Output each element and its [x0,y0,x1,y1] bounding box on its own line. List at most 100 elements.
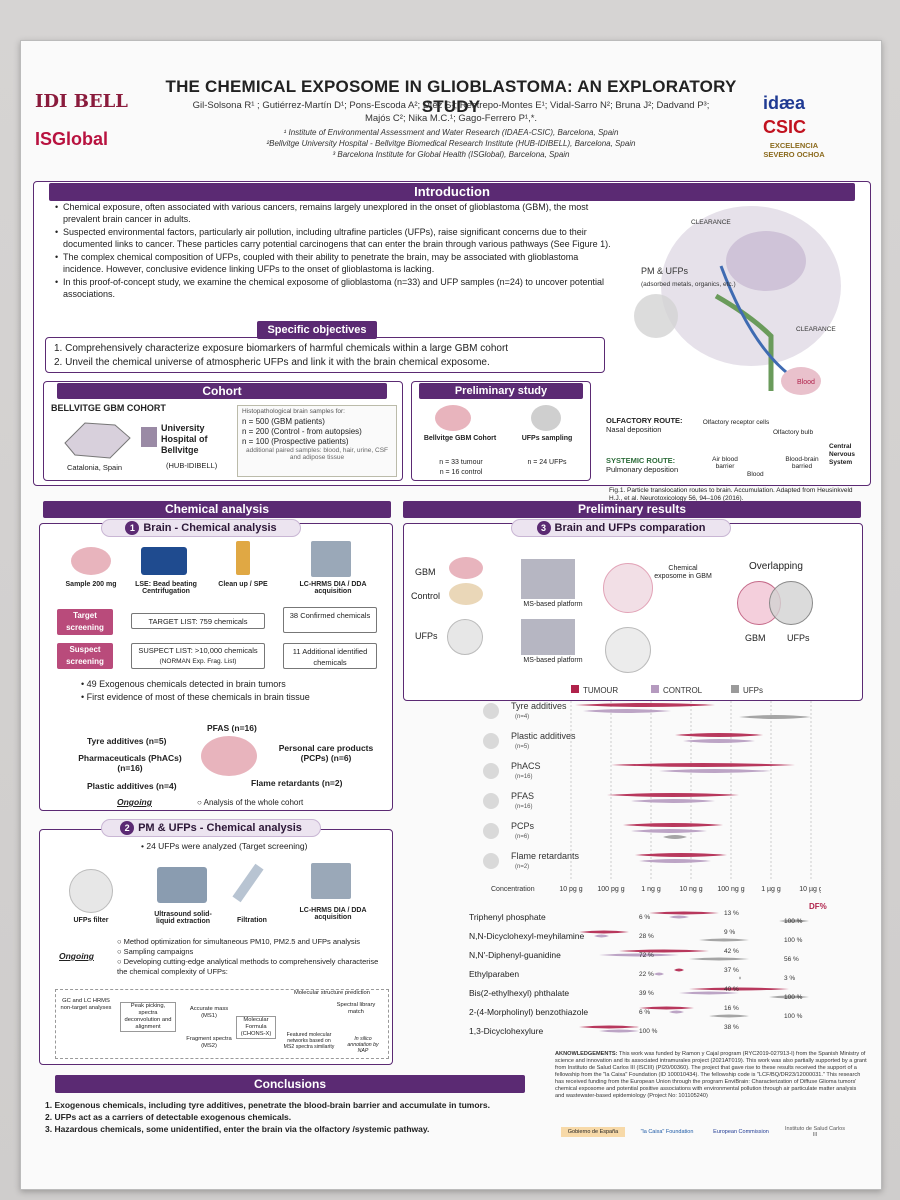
category-label-0: Tyre additives [511,701,567,711]
pm-label: PM & UFPs [641,266,689,276]
category-icon-3 [483,793,499,809]
idibell-logo: IDI BELL [35,91,128,112]
category-label-1: Plastic additives [511,731,576,741]
df-label-3-0: 37 % [724,967,739,974]
df-label-2-0: 42 % [724,948,739,955]
finding-1-text: 49 Exogenous chemicals detected in brain… [86,679,286,689]
poster: IDI BELL ISGlobal THE CHEMICAL EXPOSOME … [20,40,882,1190]
ongoing2-item-2: ○ Sampling campaigns [117,947,194,956]
prelim-right-label: UFPs sampling [521,435,573,442]
logo-gobierno: Gobierno de España [561,1127,625,1137]
violin-ufps-4 [663,835,687,839]
compound-label-0: Triphenyl phosphate [469,912,546,922]
step-1-badge: 1 [125,521,140,535]
category-icon-1 [483,733,499,749]
histo-n1: n = 500 (GBM patients) [242,417,325,426]
workflow-box: GC and LC HRMS non-target analyses Peak … [55,989,389,1059]
x-tick-2: 1 ng g [641,886,661,893]
df-label-5-0: 16 % [724,1005,739,1012]
compound-violin-2-2 [689,957,749,961]
cat-plastic: Plastic additives (n=4) [87,781,177,791]
violin-control-4 [631,829,707,833]
ongoing-text-1: ○ Analysis of the whole cohort [197,798,304,807]
ongoing-text-1-value: Analysis of the whole cohort [203,798,304,807]
compound-violin-4-1 [679,991,739,995]
step2-ultrasound: Ultrasound solid-liquid extraction [154,911,212,925]
compound-violin-3-0 [674,968,684,972]
violin-control-0 [583,709,671,713]
hospital-name: University Hospital of Bellvitge [161,423,208,455]
ultrasound-icon [157,867,207,903]
acknowledgements: AKNOWLEDGEMENTS: This work was funded by… [555,1051,867,1100]
catalonia-map-icon [64,422,131,459]
venn-gbm-label: GBM [745,633,766,643]
cohort-title: BELLVITGE GBM COHORT [51,403,166,413]
suspect-screening-label: Suspect screening [57,643,113,669]
idaea-logo: idæa [763,93,806,113]
df-label-0-2: 100 % [784,918,803,925]
violin-tumour-4 [623,823,723,827]
compound-violin-2-1 [599,953,679,957]
affiliation-2: ²Bellvitge University Hospital - Bellvit… [266,139,636,148]
violin-control-2 [659,769,771,773]
suspect-list-box: SUSPECT LIST: >10,000 chemicals (NORMAN … [131,643,265,669]
pulmonary-deposition: Pulmonary deposition [606,465,679,474]
compound-violin-5-2 [709,1014,749,1018]
ms-platform-icon-1 [521,559,575,599]
violin-control-3 [631,799,715,803]
wf-insilico: In silico annotation by NAP [347,1036,379,1054]
venn-ufps-label: UFPs [787,633,810,643]
prelim-left-n1: n = 33 tumour [439,459,483,466]
preliminary-results-heading: Preliminary results [403,501,861,518]
conclusions-list: 1. Exogenous chemicals, including tyre a… [45,1099,545,1135]
olfactory-bulb: Olfactory bulb [773,429,814,436]
chemical-analysis-heading: Chemical analysis [43,501,391,518]
ongoing2-list: ○ Method optimization for simultaneous P… [117,937,387,977]
control-brain-icon [449,583,483,605]
legend-swatch-1 [651,685,659,693]
legend-swatch-0 [571,685,579,693]
target-screening-label: Target screening [57,609,113,635]
compound-violin-4-0 [689,987,789,991]
df-label-1-0: 9 % [724,929,735,936]
cat-tyre: Tyre additives (n=5) [87,736,167,746]
cohort-heading: Cohort [57,383,387,399]
figure-translocation: PM & UFPs (adsorbed metals, organics, et… [634,206,841,395]
x-tick-6: 10 µg g [799,886,821,893]
ongoing-label-1: Ongoing [117,797,152,807]
figure-route-labels: OLFACTORY ROUTE: Nasal deposition [606,416,866,434]
df-label-0-1: 6 % [639,914,650,921]
blood-label: Blood [797,379,815,386]
df-label-1-2: 100 % [784,937,803,944]
cns-label: Central Nervous System [829,443,856,466]
objectives-heading: Specific objectives [257,321,377,339]
category-icon-5 [483,853,499,869]
ms-platform-icon-2 [521,619,575,655]
ongoing2-item-3-text: Developing cutting-edge analytical metho… [117,957,379,976]
step2-lc-hrms: LC-HRMS DIA / DDA acquisition [299,907,367,921]
systemic-path [719,265,792,378]
x-tick-3: 10 ng g [679,886,702,893]
ongoing2-item-2-text: Sampling campaigns [123,947,194,956]
df-label-1-1: 28 % [639,933,654,940]
category-count-2: (n=16) [515,774,533,780]
compound-violin-5-0 [639,1006,694,1010]
funder-logos: Gobierno de España "la Caixa" Foundation… [561,1121,861,1143]
violin-ufps-0 [739,715,811,719]
df-label-3-1: 22 % [639,971,654,978]
introduction-bullets: Chemical exposure, often associated with… [45,201,615,301]
lc-hrms-icon-2 [311,863,351,899]
suspect-list-sub: (NORMAN Exp. Frag. List) [159,658,237,665]
df-label-4-0: 40 % [724,986,739,993]
ufp-analyzed: • 24 UFPs were analyzed (Target screenin… [141,841,308,851]
ufp-network-icon [605,627,651,673]
step-cleanup: Clean up / SPE [218,581,268,588]
olfactory-receptor: Olfactory receptor cells [702,419,770,426]
compound-violin-1-1 [594,934,609,938]
compound-violin-1-2 [699,938,749,942]
brain-shape [726,231,806,291]
wf-formula: Molecular Formula (CHONS-X) [236,1016,276,1039]
df-label-0-0: 13 % [724,910,739,917]
category-count-0: (n=4) [515,714,529,720]
